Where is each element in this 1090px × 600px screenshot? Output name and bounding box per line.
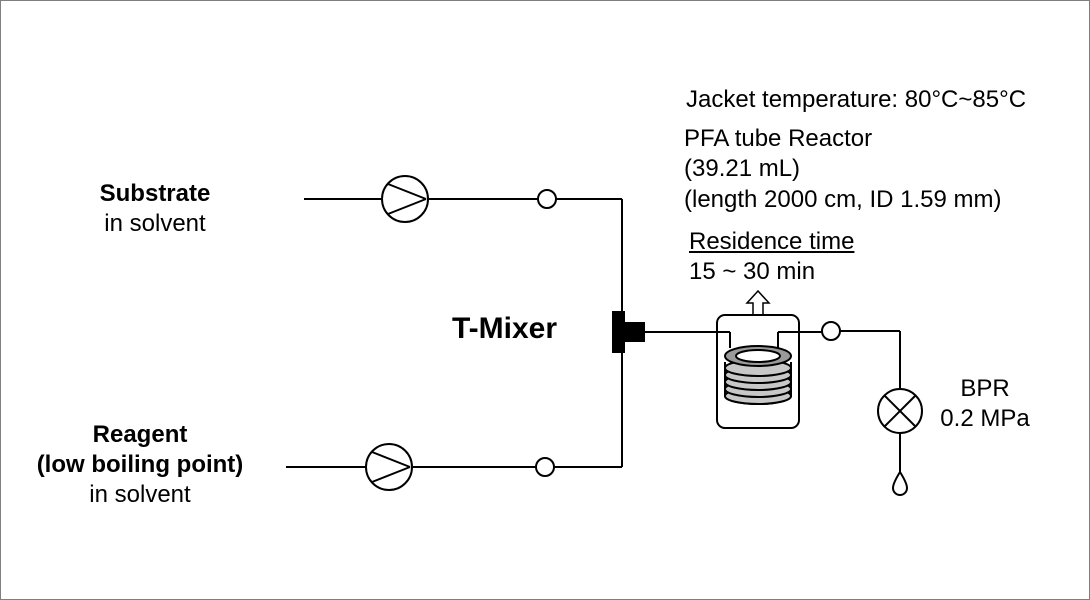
t-mixer [612,311,645,353]
reactor-volume: (39.21 mL) [684,155,801,182]
bpr-pressure: 0.2 MPa [940,405,1030,432]
substrate-label: Substrate in solvent [60,179,250,239]
reactor-name: PFA tube Reactor [684,125,873,152]
drop-icon [891,470,909,496]
reagent-label: Reagent (low boiling point) in solvent [20,420,260,510]
residence-time-value: 15 ~ 30 min [689,258,816,285]
substrate-solvent: in solvent [104,210,206,237]
reagent-note: (low boiling point) [36,451,244,478]
bpr-valve-icon [877,388,923,434]
reactor-coil [724,331,822,405]
substrate-pump [381,175,429,223]
bpr-name: BPR [960,375,1010,402]
reagent-solvent: in solvent [89,481,191,508]
substrate-valve [537,189,557,209]
reagent-pump [365,443,413,491]
bpr-label: BPR 0.2 MPa [930,374,1040,434]
substrate-line [304,198,623,312]
outlet-valve [821,321,841,341]
reagent-line [286,352,623,468]
reactor-dimensions: (length 2000 cm, ID 1.59 mm) [684,186,1002,213]
substrate-title: Substrate [99,180,211,207]
jacket-temperature: Jacket temperature: 80°C~85°C [686,86,1027,113]
reactor-jacket [716,314,800,429]
reagent-title: Reagent [92,421,188,448]
reagent-valve [535,457,555,477]
residence-arrow-icon [745,289,771,314]
t-mixer-label: T-Mixer [452,312,558,345]
residence-time-label: Residence time [689,228,855,255]
